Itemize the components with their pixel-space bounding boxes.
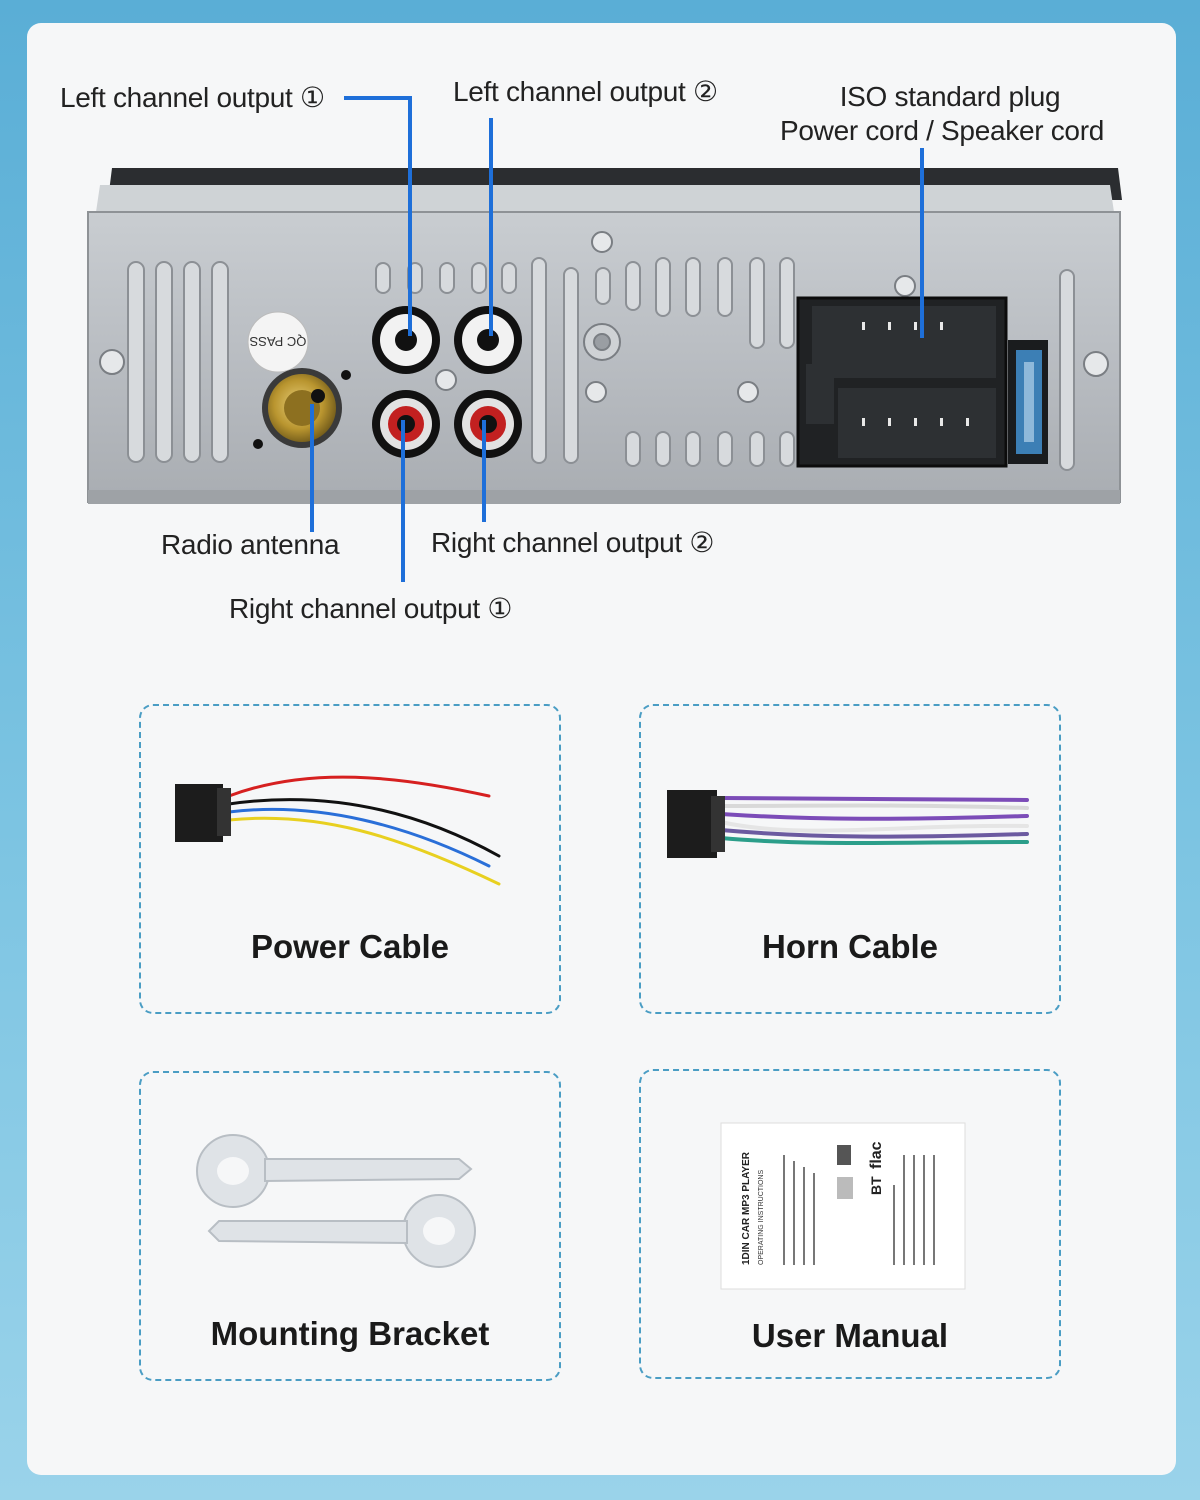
label-left-channel-output-1: Left channel output ① — [60, 82, 325, 113]
qc-pass-text: QC PASS — [249, 334, 306, 349]
accessory-title-user-manual: User Manual — [751, 1317, 949, 1354]
center-vents — [595, 257, 1075, 471]
screws — [99, 231, 1109, 403]
mounting-key-icon — [196, 1134, 476, 1268]
manual-badge-flac: flac — [868, 1141, 885, 1169]
accessory-card-user-manual: 1DIN CAR MP3 PLAYER OPERATING INSTRUCTIO… — [639, 1069, 1061, 1379]
accessory-title-horn-cable: Horn Cable — [761, 928, 939, 965]
rca-left-2 — [454, 306, 522, 374]
iso-connector — [796, 296, 1048, 468]
rca-right-2 — [454, 390, 522, 458]
power-cable-icon — [175, 775, 501, 886]
horn-cable-icon — [667, 790, 1029, 858]
label-iso-standard-plug: ISO standard plug — [839, 81, 1061, 112]
accessory-title-power-cable: Power Cable — [250, 928, 450, 965]
qc-pass-sticker — [247, 311, 309, 373]
manual-subtitle: OPERATING INSTRUCTIONS — [758, 1170, 765, 1265]
antenna-socket — [253, 368, 351, 449]
rear-panel-diagram: QC PASS — [87, 96, 1122, 582]
label-right-channel-output-1: Right channel output ① — [229, 593, 513, 624]
manual-badge-bt: BT — [868, 1176, 884, 1195]
manual-title: 1DIN CAR MP3 PLAYER — [741, 1151, 752, 1265]
accessory-card-power-cable: Power Cable — [139, 704, 561, 1014]
label-left-channel-output-2: Left channel output ② — [453, 76, 718, 107]
accessory-card-horn-cable: Horn Cable — [639, 704, 1061, 1014]
rca-vents — [375, 257, 579, 464]
unit-top-lid — [96, 185, 1114, 212]
label-radio-antenna: Radio antenna — [161, 529, 340, 560]
rca-right-1 — [372, 390, 440, 458]
user-manual-icon: 1DIN CAR MP3 PLAYER OPERATING INSTRUCTIO… — [720, 1122, 966, 1290]
accessory-title-mounting-bracket: Mounting Bracket — [210, 1315, 490, 1352]
accessory-card-mounting-bracket: Mounting Bracket — [139, 1071, 561, 1381]
left-vents — [127, 261, 229, 463]
label-right-channel-output-2: Right channel output ② — [431, 527, 715, 558]
rca-left-1 — [372, 306, 440, 374]
pointer-lines — [310, 96, 924, 582]
label-power-speaker-cord: Power cord / Speaker cord — [780, 115, 1104, 146]
